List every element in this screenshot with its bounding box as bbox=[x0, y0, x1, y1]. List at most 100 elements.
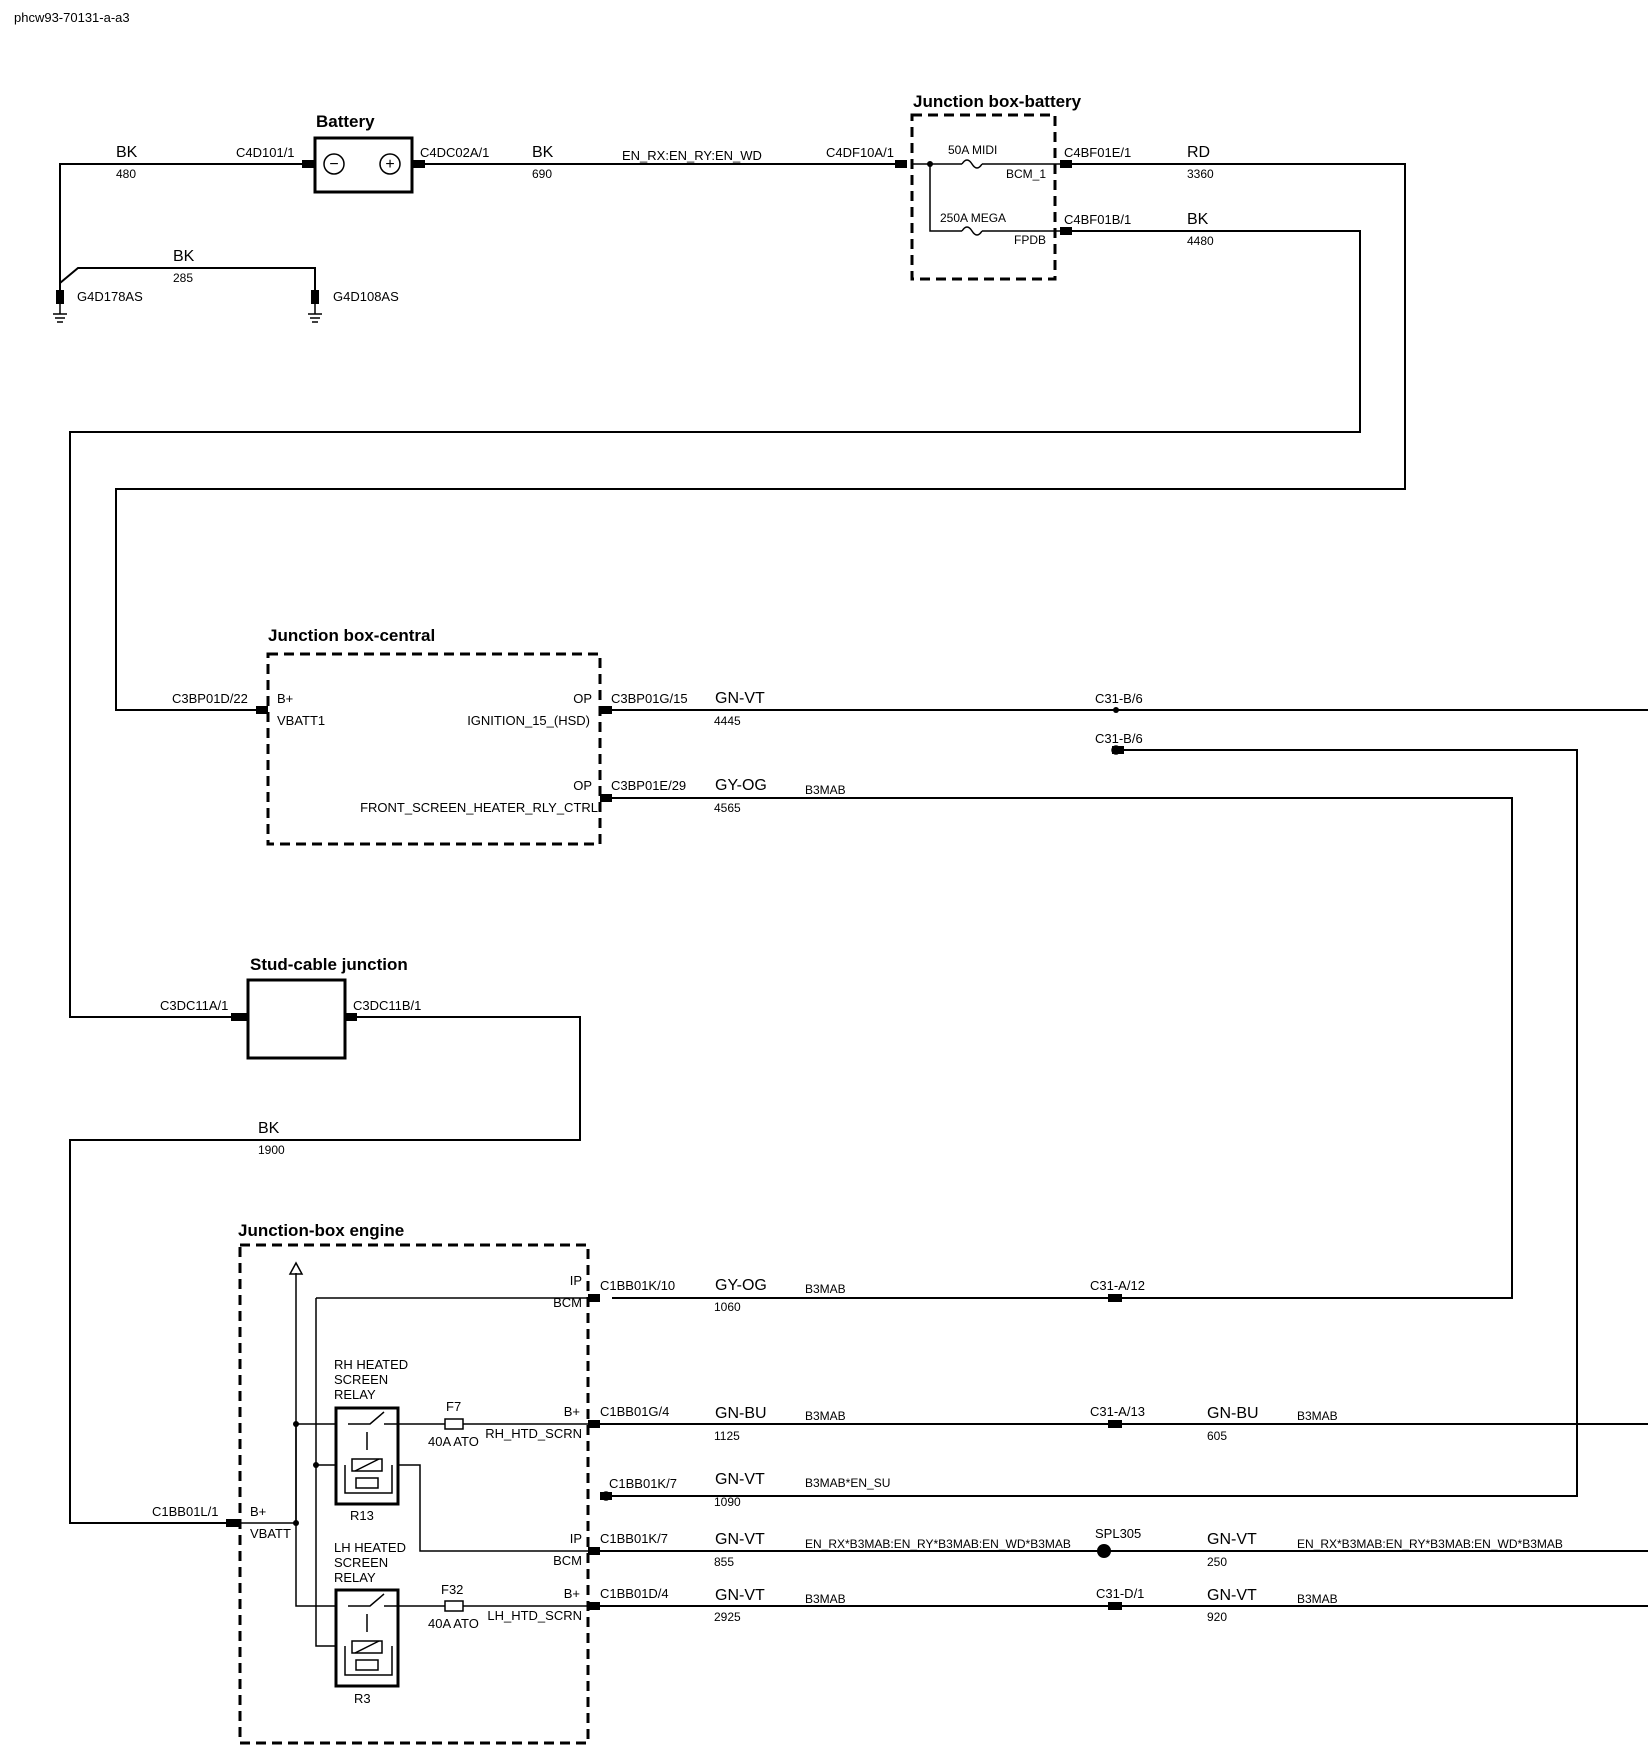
pin-function: VBATT bbox=[250, 1526, 291, 1541]
wire-option: B3MAB*EN_SU bbox=[805, 1476, 890, 1490]
relay-label: SCREEN bbox=[334, 1555, 388, 1570]
wire-color: BK bbox=[116, 144, 138, 161]
pin-function: RH_HTD_SCRN bbox=[485, 1426, 582, 1441]
connector-label: C3DC11A/1 bbox=[160, 998, 228, 1013]
connector-label: C1BB01K/10 bbox=[600, 1278, 675, 1293]
ground-label: G4D178AS bbox=[77, 289, 143, 304]
wire-number: 920 bbox=[1207, 1610, 1227, 1624]
fuse-f7 bbox=[444, 1418, 464, 1430]
pin-function: OP bbox=[573, 691, 592, 706]
top-wires bbox=[59, 163, 1406, 1018]
wire-gn-vt-1090 bbox=[612, 749, 1578, 1497]
pin bbox=[226, 1519, 240, 1527]
inline-connector bbox=[1113, 707, 1119, 713]
wire-number: 855 bbox=[714, 1555, 734, 1569]
wire-color: GN-BU bbox=[715, 1405, 767, 1422]
pin-function: B+ bbox=[564, 1586, 580, 1601]
connector-label: C3BP01D/22 bbox=[172, 691, 248, 706]
pin-function: IP bbox=[570, 1273, 582, 1288]
connector-end bbox=[1111, 745, 1121, 755]
engine-internal-wiring bbox=[232, 1261, 600, 1647]
wire-number: 4565 bbox=[714, 801, 741, 815]
connector-label: C1BB01L/1 bbox=[152, 1504, 219, 1519]
wire-color: GN-VT bbox=[715, 690, 765, 707]
wire-color: GN-VT bbox=[715, 1471, 765, 1488]
pin-function: B+ bbox=[250, 1504, 266, 1519]
stud-cable-junction bbox=[246, 978, 347, 1060]
fuse-symbol bbox=[961, 159, 983, 169]
relay-lh bbox=[334, 1588, 400, 1688]
pin bbox=[600, 706, 612, 714]
connector-label: C3BP01E/29 bbox=[611, 778, 686, 793]
fuse-label: F7 bbox=[446, 1399, 461, 1414]
fuse-f32 bbox=[444, 1600, 464, 1612]
pin-function: B+ bbox=[277, 691, 293, 706]
wire-option: B3MAB bbox=[805, 1409, 846, 1423]
pin bbox=[1060, 160, 1072, 168]
wire-color: GY-OG bbox=[715, 777, 767, 794]
relay-label: RH HEATED bbox=[334, 1357, 408, 1372]
wire-color: GN-BU bbox=[1207, 1405, 1259, 1422]
wire-color: BK bbox=[173, 248, 195, 265]
wire-number: 480 bbox=[116, 167, 136, 181]
wire-bk-1900 bbox=[69, 1016, 581, 1524]
relay-label: RELAY bbox=[334, 1387, 376, 1402]
wire-number: 4445 bbox=[714, 714, 741, 728]
pin-function: IGNITION_15_(HSD) bbox=[467, 713, 590, 728]
wire-option: B3MAB bbox=[805, 1592, 846, 1606]
pin bbox=[588, 1294, 600, 1302]
jb-central-title: Junction box-central bbox=[268, 626, 435, 645]
pin-function: FRONT_SCREEN_HEATER_RLY_CTRL bbox=[360, 800, 598, 815]
wire-color: GY-OG bbox=[715, 1277, 767, 1294]
pin bbox=[600, 1492, 612, 1500]
wire-color: GN-VT bbox=[1207, 1531, 1257, 1548]
fuse-label: 50A MIDI bbox=[948, 143, 997, 157]
wire-color: BK bbox=[1187, 211, 1209, 228]
wire-number: 285 bbox=[173, 271, 193, 285]
pin bbox=[345, 1013, 357, 1021]
relay-label: SCREEN bbox=[334, 1372, 388, 1387]
wire-color: GN-VT bbox=[1207, 1587, 1257, 1604]
connector-label: C4D101/1 bbox=[236, 145, 295, 160]
wire-color: GN-VT bbox=[715, 1531, 765, 1548]
splice-spl305 bbox=[1097, 1544, 1111, 1558]
connector-end bbox=[601, 1491, 611, 1501]
wire-number: 250 bbox=[1207, 1555, 1227, 1569]
fuse-label: 250A MEGA bbox=[940, 211, 1006, 225]
wire-color: GN-VT bbox=[715, 1587, 765, 1604]
fuse-output: FPDB bbox=[1014, 233, 1046, 247]
wire-option: B3MAB bbox=[1297, 1409, 1338, 1423]
battery-minus: − bbox=[329, 156, 338, 173]
wire-number: 1125 bbox=[714, 1429, 740, 1443]
relay-rh bbox=[334, 1406, 400, 1506]
wire-number: 1060 bbox=[714, 1300, 741, 1314]
pin-function: LH_HTD_SCRN bbox=[487, 1608, 582, 1623]
jb-central-box bbox=[266, 652, 602, 846]
pin bbox=[588, 1420, 600, 1428]
fuse-label: F32 bbox=[441, 1582, 463, 1597]
wire-number: 1090 bbox=[714, 1495, 741, 1509]
pin bbox=[256, 706, 268, 714]
wire-option: EN_RX*B3MAB:EN_RY*B3MAB:EN_WD*B3MAB bbox=[805, 1537, 1071, 1551]
relay-label: RELAY bbox=[334, 1570, 376, 1585]
wire-color: BK bbox=[258, 1120, 280, 1137]
wire-number: 2925 bbox=[714, 1610, 741, 1624]
wire-option: B3MAB bbox=[805, 1282, 846, 1296]
inline-connector bbox=[1108, 1294, 1122, 1302]
connector-label: C3BP01G/15 bbox=[611, 691, 688, 706]
pin-function: BCM bbox=[553, 1553, 582, 1568]
fuse-output: BCM_1 bbox=[1006, 167, 1046, 181]
pin-function: BCM bbox=[553, 1295, 582, 1310]
connector-label: C4BF01E/1 bbox=[1064, 145, 1131, 160]
connector-label: C4DC02A/1 bbox=[420, 145, 489, 160]
pin-function: VBATT1 bbox=[277, 713, 325, 728]
wire-color: BK bbox=[532, 144, 554, 161]
pin bbox=[1112, 746, 1124, 754]
wire-color: RD bbox=[1187, 144, 1210, 161]
stud-title: Stud-cable junction bbox=[250, 955, 408, 974]
ground-symbol bbox=[53, 290, 67, 323]
wire-number: 4480 bbox=[1187, 234, 1214, 248]
wire-option: B3MAB bbox=[805, 783, 846, 797]
pin-function: B+ bbox=[564, 1404, 580, 1419]
wire-number: 690 bbox=[532, 167, 552, 181]
